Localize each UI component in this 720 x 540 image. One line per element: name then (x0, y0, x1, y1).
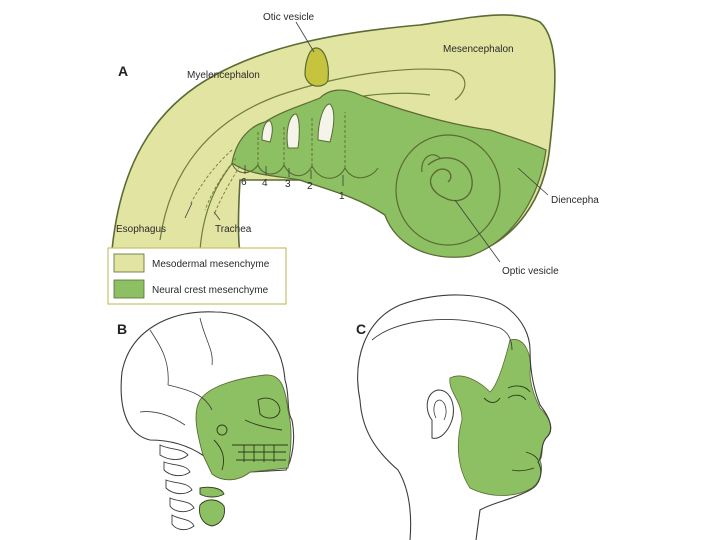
diencephalon-label: Diencepha (551, 195, 599, 206)
hairline (372, 319, 512, 350)
legend-swatch-neural-crest (114, 280, 144, 298)
panel-b-label: B (117, 321, 127, 337)
legend-label-neural-crest: Neural crest mesenchyme (152, 285, 269, 296)
arch-number-2: 2 (307, 181, 313, 192)
legend-label-mesodermal: Mesodermal mesenchyme (152, 259, 270, 270)
myelencephalon-label: Myelencephalon (187, 70, 260, 81)
arch-number-3: 3 (285, 179, 291, 190)
panel-c-head: C (356, 295, 551, 540)
otic-vesicle-label: Otic vesicle (263, 12, 315, 23)
skull-neural-crest-region (196, 375, 291, 480)
cervical-spine (160, 445, 194, 530)
esophagus-label: Esophagus (116, 224, 166, 235)
optic-vesicle-label: Optic vesicle (502, 266, 559, 277)
trachea-label: Trachea (215, 224, 252, 235)
face-neural-crest-region (450, 339, 551, 495)
mesencephalon-label: Mesencephalon (443, 44, 514, 55)
panel-a-label: A (118, 63, 128, 79)
panel-b-skull: B (117, 312, 294, 530)
ear (427, 390, 453, 438)
hyoid-bone (200, 487, 224, 497)
neck-back-outline (360, 400, 411, 540)
panel-a-embryo: A Otic vesicle Mesencephalon Myelencepha… (112, 12, 599, 277)
panel-c-label: C (356, 321, 366, 337)
legend: Mesodermal mesenchyme Neural crest mesen… (108, 248, 286, 304)
arch-number-1: 1 (339, 191, 345, 202)
arch-number-4: 4 (262, 178, 268, 189)
legend-swatch-mesodermal (114, 254, 144, 272)
arch-number-6: 6 (241, 177, 247, 188)
larynx-cartilage (200, 500, 225, 526)
